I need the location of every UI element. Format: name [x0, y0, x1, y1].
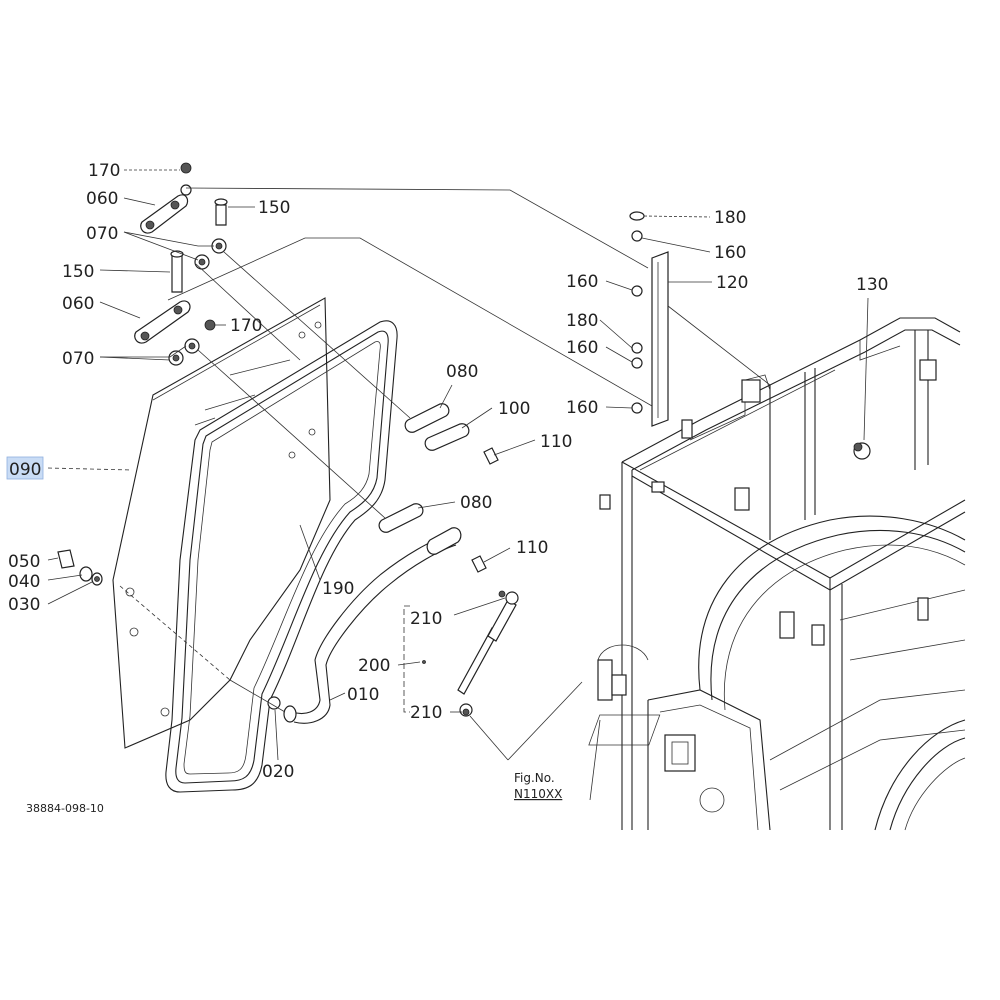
callout-020[interactable]: 020: [262, 762, 294, 782]
hinge-lower: [134, 250, 216, 366]
hinge-upper: [140, 162, 228, 270]
door-glass-panel: [112, 297, 331, 749]
callout-170-upper[interactable]: 170: [88, 161, 120, 181]
callout-070-upper[interactable]: 070: [86, 224, 118, 244]
callout-150-lower[interactable]: 150: [62, 262, 94, 282]
callout-070-lower[interactable]: 070: [62, 349, 94, 369]
callout-100[interactable]: 100: [498, 399, 530, 419]
callout-130[interactable]: 130: [856, 275, 888, 295]
callout-160-bottom[interactable]: 160: [566, 398, 598, 418]
callout-210-upper[interactable]: 210: [410, 609, 442, 629]
cab-frame: [588, 317, 966, 831]
callout-060-lower[interactable]: 060: [62, 294, 94, 314]
callout-110-upper[interactable]: 110: [540, 432, 572, 452]
callout-030[interactable]: 030: [8, 595, 40, 615]
callout-050[interactable]: 050: [8, 552, 40, 572]
fasteners-left: [57, 549, 103, 586]
callout-080-upper[interactable]: 080: [446, 362, 478, 382]
callout-180-mid[interactable]: 180: [566, 311, 598, 331]
callout-170-lower[interactable]: 170: [230, 316, 262, 336]
callout-150-upper[interactable]: 150: [258, 198, 290, 218]
stop-bracket: [629, 211, 669, 427]
fig-no-value[interactable]: N110XX: [514, 787, 562, 801]
gas-strut: [457, 590, 519, 717]
callout-160-mid[interactable]: 160: [566, 338, 598, 358]
washer-020: [267, 696, 281, 710]
handle-rod: [283, 527, 462, 724]
callout-160-top[interactable]: 160: [714, 243, 746, 263]
callout-labels: 170 060 150 070 150 060 170 070 090 050 …: [6, 161, 888, 782]
callout-highlight: [6, 456, 44, 480]
callout-040[interactable]: 040: [8, 572, 40, 592]
callout-080-lower[interactable]: 080: [460, 493, 492, 513]
callout-200[interactable]: 200: [358, 656, 390, 676]
callout-180-top[interactable]: 180: [714, 208, 746, 228]
leader-lines: [47, 169, 869, 801]
callout-160-left[interactable]: 160: [566, 272, 598, 292]
callout-010[interactable]: 010: [347, 685, 379, 705]
figure-reference: Fig.No. N110XX 38884-098-10: [26, 771, 562, 815]
door-seal: [165, 320, 398, 793]
callout-060-upper[interactable]: 060: [86, 189, 118, 209]
callout-210-lower[interactable]: 210: [410, 703, 442, 723]
fig-no-label: Fig.No.: [514, 771, 555, 785]
callout-110-lower[interactable]: 110: [516, 538, 548, 558]
link-plates: [378, 403, 499, 573]
callout-090[interactable]: 090: [9, 460, 41, 480]
drawing-code: 38884-098-10: [26, 802, 104, 815]
callout-190[interactable]: 190: [322, 579, 354, 599]
callout-120[interactable]: 120: [716, 273, 748, 293]
